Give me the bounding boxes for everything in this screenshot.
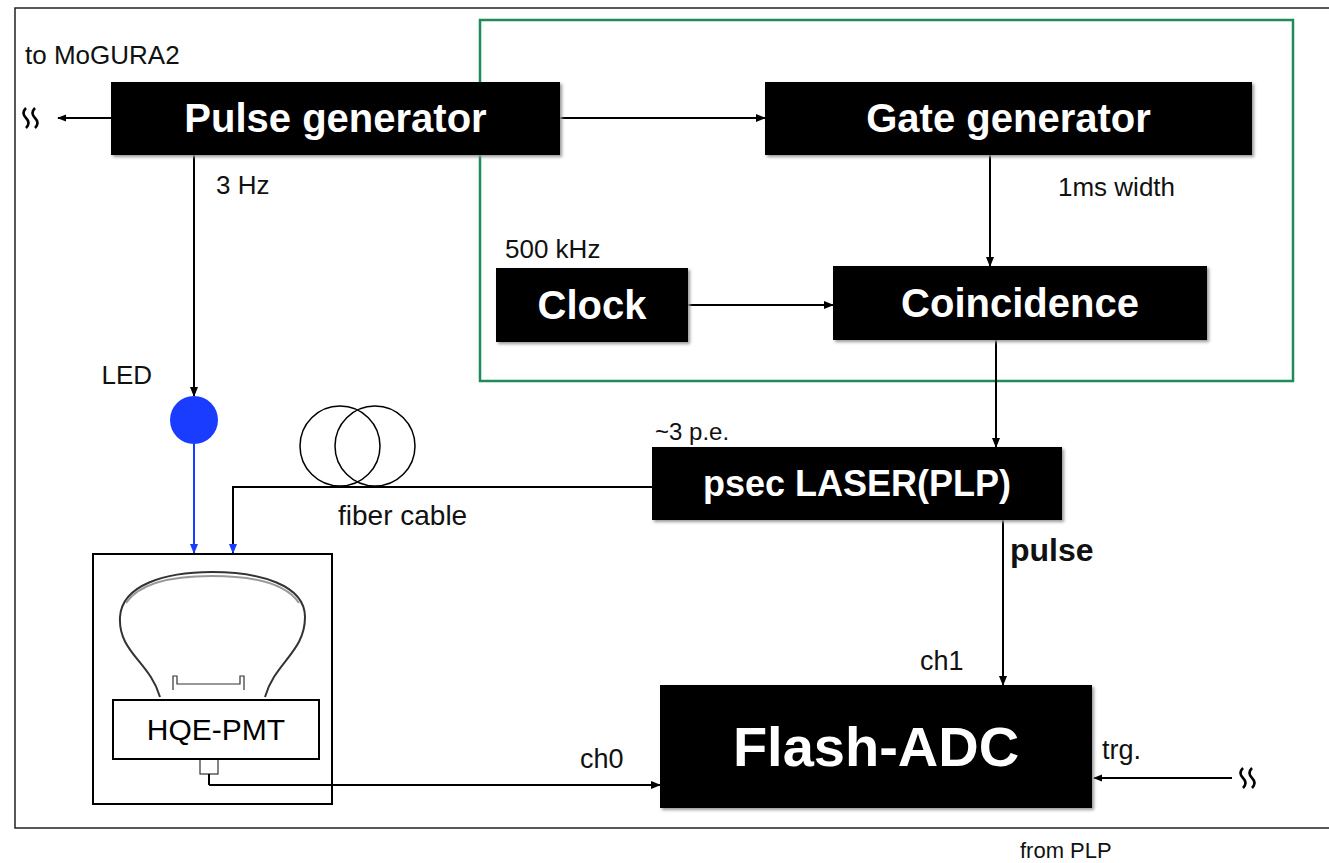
node-text: Gate generator [866,96,1151,141]
pmt-photocathode [126,576,299,603]
pmt-connector [200,758,218,774]
signal-wire [208,774,210,785]
connector-arrow [193,155,195,396]
connector-arrow [333,784,660,786]
process-box: Flash-ADC [660,685,1092,808]
fiber-coil [335,406,415,486]
node-text: Flash-ADC [733,714,1019,779]
source-label: from PLP [1020,838,1112,863]
connector-arrow [688,304,833,306]
node-text: HQE-PMT [112,699,320,760]
edge-label: 1ms width [1058,172,1175,203]
channel-label: ch1 [920,646,964,677]
signal-label: trg. [1102,735,1141,766]
node-text: psec LASER(PLP) [703,463,1011,505]
node-text: LED [101,360,152,391]
signal-wire [209,784,333,786]
destination-label: to MoGURA2 [25,40,180,71]
edge-label: fiber cable [338,500,467,532]
trigger-arrow [1094,777,1232,779]
node-text: Coincidence [901,281,1139,326]
connector-arrow [193,444,195,553]
connector-arrow [995,340,997,447]
process-box: Clock [496,268,688,342]
led-circle: LED [170,396,218,444]
pmt-dynode [173,676,244,690]
channel-label: ch0 [580,744,624,775]
connector-arrow [1002,520,1004,685]
frequency-label: 500 kHz [505,234,600,265]
edge-label: 3 Hz [216,170,269,201]
break-mark [1241,768,1255,788]
node-text: Pulse generator [184,96,486,141]
process-box: Coincidence [833,266,1207,340]
node-text: Clock [538,283,647,328]
outer-frame [15,8,1329,828]
connector-arrow [989,155,991,266]
pmt-housing: HQE-PMT [92,553,333,805]
process-box: Pulse generator [111,82,560,155]
process-box: psec LASER(PLP) [652,447,1062,520]
connector-arrow [233,487,652,553]
intensity-label: ~3 p.e. [655,418,729,446]
fiber-coil [300,406,380,486]
timing-group-frame [480,20,1293,381]
output-arrow [58,117,111,119]
process-box: Gate generator [765,82,1252,155]
connector-arrow [560,117,765,119]
break-mark [24,108,38,128]
pmt-bulb [120,572,305,697]
edge-label: pulse [1010,532,1094,569]
